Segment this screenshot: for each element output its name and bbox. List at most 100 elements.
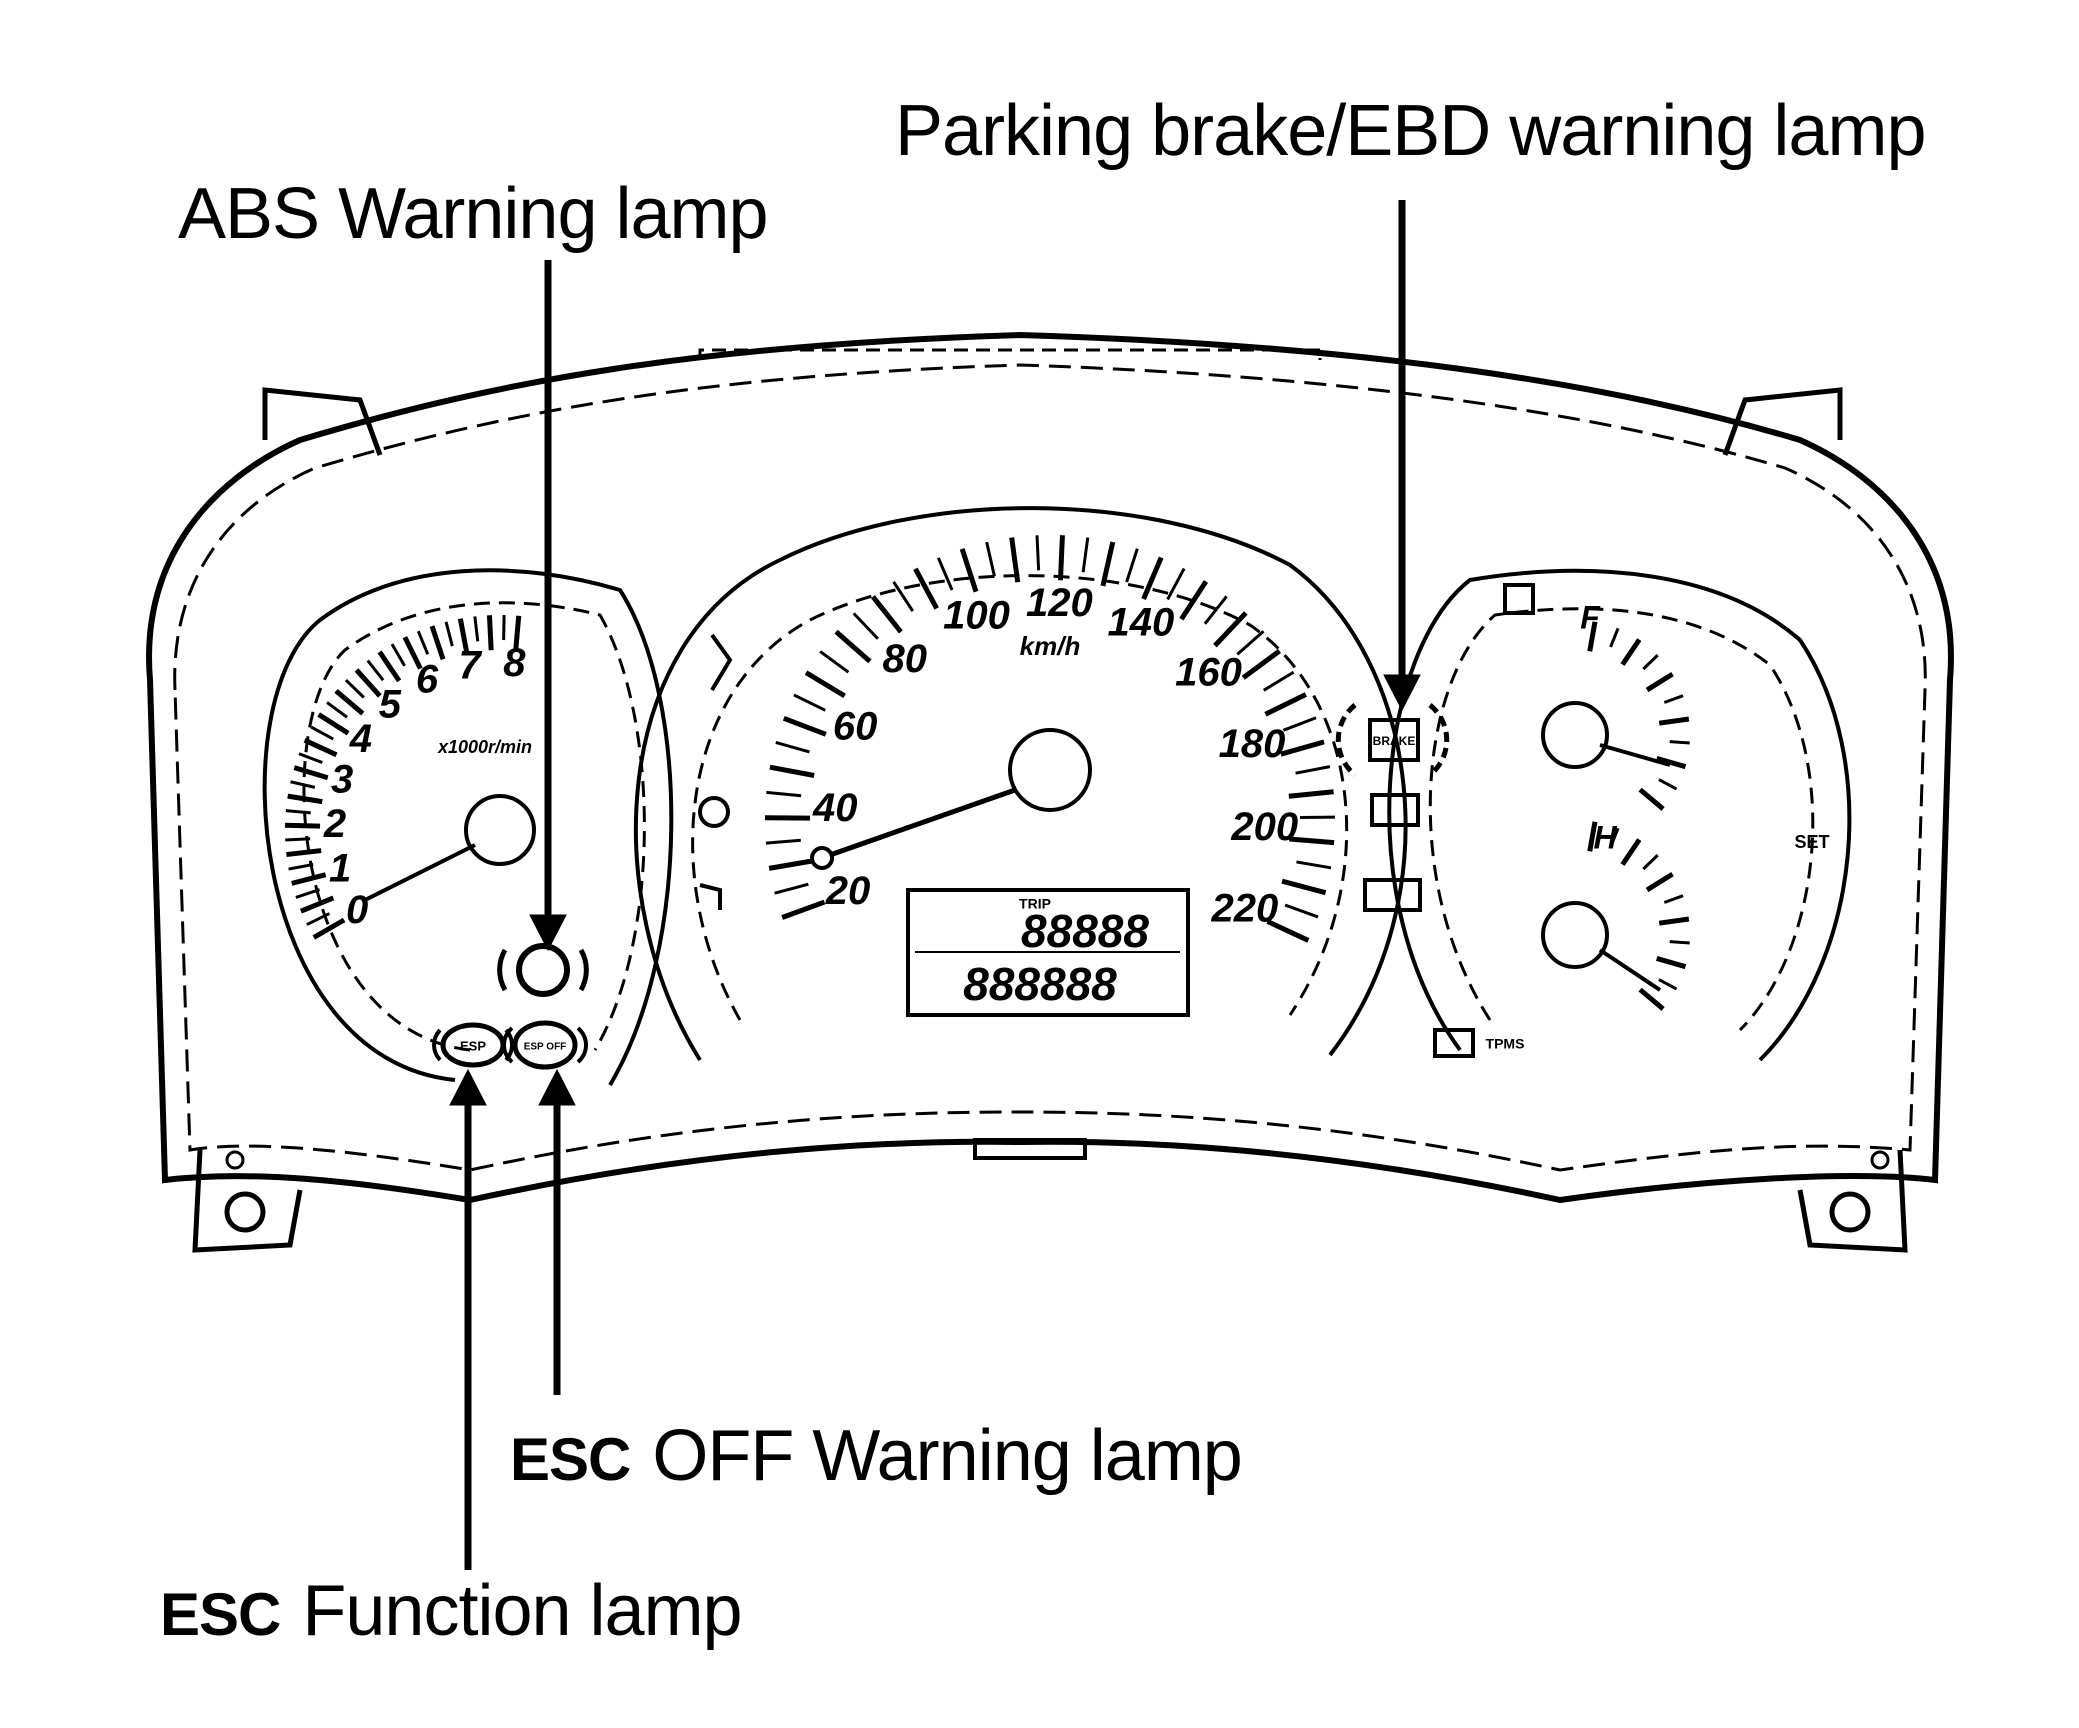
tach-tick — [475, 616, 478, 641]
tach-hub — [466, 796, 534, 864]
speedo-tick — [794, 695, 825, 710]
esc-off-callout-text: OFF Warning lamp — [652, 1416, 1241, 1496]
top-center-tab — [700, 350, 1320, 360]
tach-tick — [446, 622, 452, 646]
esc-off-lamp-text: ESP OFF — [524, 1042, 567, 1053]
tach-tick — [301, 898, 333, 911]
speedo-tick — [1083, 538, 1088, 573]
temp-tick — [1659, 919, 1689, 923]
speedo-tick — [1264, 672, 1294, 690]
speedo-tick — [873, 597, 901, 632]
speedo-tick — [938, 558, 952, 590]
speedo-tick — [1296, 767, 1330, 774]
tach-tick — [319, 714, 349, 733]
fuel-tick — [1664, 696, 1683, 703]
brake-warning-lamp — [1338, 705, 1355, 775]
speedo-tick — [854, 613, 878, 638]
esc-function-callout-text: Function lamp — [302, 1571, 741, 1651]
fuel-tick — [1647, 674, 1672, 690]
tach-unit: x1000r/min — [437, 737, 532, 757]
door-lamp — [700, 885, 720, 910]
fuel-tick — [1623, 640, 1640, 665]
speedo-tick — [806, 673, 845, 696]
tach-needle — [365, 845, 475, 900]
speedo-tick — [1283, 718, 1316, 731]
esc-off-callout-prefix: ESC — [510, 1426, 630, 1493]
right-mount-hole — [1832, 1194, 1868, 1230]
speedo-tick — [769, 861, 813, 869]
esc-function-callout-prefix: ESC — [160, 1581, 280, 1648]
fuel-tick — [1643, 655, 1657, 669]
temp-needle — [1600, 950, 1660, 990]
fuel-tick — [1611, 628, 1618, 647]
left-small-hole — [227, 1152, 243, 1168]
housing-inner — [175, 365, 1926, 1170]
abs-callout: ABS Warning lamp — [178, 178, 768, 250]
cluster-housing — [149, 335, 1951, 1250]
speedo-tick — [1037, 535, 1039, 570]
temp-tick — [1664, 896, 1683, 903]
speedo-label: 140 — [1107, 601, 1174, 645]
tach-tick — [418, 631, 428, 654]
fuel-tick — [1670, 742, 1690, 743]
temp-tick — [1670, 942, 1690, 943]
speedo-label: 200 — [1230, 805, 1298, 849]
parking-brake-callout-text: Parking brake/EBD warning lamp — [895, 91, 1926, 171]
tach-tick — [311, 727, 333, 739]
temp-hot-label: H — [1593, 819, 1617, 855]
speedo-label: 160 — [1175, 650, 1242, 694]
tach-label: 7 — [458, 643, 482, 687]
abs-callout-text: ABS Warning lamp — [178, 174, 768, 254]
esc-function-arrow-head — [450, 1070, 486, 1105]
speedo-label: 100 — [943, 594, 1010, 638]
tach-tick — [296, 890, 320, 898]
esp-lamp-text: ESP — [460, 1038, 486, 1053]
tach-label: 2 — [323, 802, 346, 846]
speedo-label: 80 — [882, 637, 927, 681]
fuel-tick — [1659, 719, 1689, 723]
speedo-tick — [820, 651, 848, 672]
speedo-tick — [1181, 581, 1206, 619]
fuel-hub — [1543, 703, 1607, 767]
seatbelt-lamp — [712, 635, 730, 690]
tach-tick — [327, 702, 347, 717]
fuel-tick-group — [1590, 622, 1690, 809]
tach-tick — [288, 796, 323, 802]
speedo-needle-tip — [812, 848, 832, 868]
fuel-lamp — [1505, 585, 1533, 613]
tach-tick — [285, 825, 320, 826]
temp-tick — [1647, 874, 1672, 890]
right-dial-bezel — [1389, 571, 1849, 1060]
tach-tick — [489, 615, 491, 650]
fuel-tick — [1659, 780, 1677, 789]
lcd-odometer-row2: 888888 — [963, 958, 1117, 1010]
tach-label: 3 — [331, 758, 353, 802]
speedo-tick — [1243, 651, 1279, 678]
temp-hub — [1543, 903, 1607, 967]
speedo-tick — [1282, 881, 1326, 892]
speedo-tick — [1281, 742, 1324, 754]
tach-tick — [292, 875, 326, 884]
temp-tick — [1640, 990, 1663, 1009]
fuel-full-label: F — [1580, 599, 1601, 635]
speedo-tick — [987, 542, 995, 576]
tach-label: 1 — [329, 847, 351, 891]
tach-label: 0 — [346, 888, 368, 932]
speedo-label: 40 — [812, 786, 858, 830]
temp-tick — [1659, 980, 1677, 989]
tach-tick — [368, 661, 383, 681]
speedo-tick — [776, 742, 810, 752]
tpms-label: TPMS — [1486, 1036, 1525, 1052]
tach-tick — [286, 811, 311, 813]
lcd-odometer-row1: 88888 — [1021, 905, 1149, 957]
parking-arrow-head — [1384, 675, 1420, 710]
temp-tick — [1657, 958, 1686, 966]
speedo-tick — [1205, 596, 1227, 623]
tach-tick — [294, 768, 327, 778]
speedo-tick — [782, 902, 824, 917]
right-small-hole — [1872, 1152, 1888, 1168]
speedo-tick — [836, 632, 870, 662]
tach-tick — [432, 626, 443, 659]
